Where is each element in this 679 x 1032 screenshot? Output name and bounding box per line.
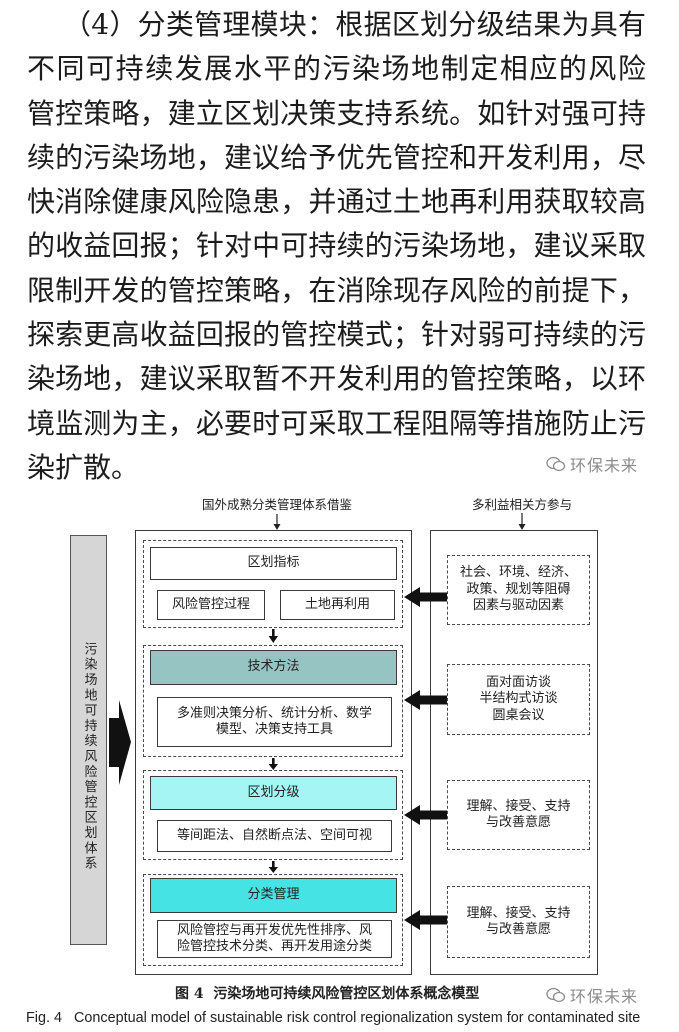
technical-methods-header: 技术方法 xyxy=(150,650,397,685)
technical-methods-detail: 多准则决策分析、统计分析、数学 模型、决策支持工具 xyxy=(157,697,392,747)
classified-management-detail: 风险管控与再开发优先性排序、风 险管控技术分类、再开发用途分类 xyxy=(157,920,392,958)
stakeholder-line: 理解、接受、支持 xyxy=(466,905,571,921)
detail-line: 风险管控与再开发优先性排序、风 xyxy=(176,922,372,938)
paragraph-line: 染场地，建议采取暂不开发利用的管控策略，以环 xyxy=(27,362,646,396)
paragraph-line: 限制开发的管控策略，在消除现存风险的前提下， xyxy=(27,273,646,307)
detail-line: 险管控技术分类、再开发用途分类 xyxy=(176,939,372,954)
stakeholder-line: 理解、接受、支持 xyxy=(466,798,571,814)
paragraph-line: 探索更高收益回报的管控模式；针对弱可持续的污 xyxy=(27,318,646,352)
technical-methods-module: 技术方法 多准则决策分析、统计分析、数学 模型、决策支持工具 xyxy=(143,645,403,757)
stakeholder-line: 半结构式访谈 xyxy=(479,691,558,707)
risk-control-process-box: 风险管控过程 xyxy=(157,590,265,620)
stakeholder-line: 圆桌会议 xyxy=(492,707,545,723)
detail-line: 多准则决策分析、统计分析、数学 xyxy=(176,705,372,721)
stakeholder-label: 多利益相关方参与 xyxy=(471,497,572,512)
detail-line: 模型、决策支持工具 xyxy=(215,722,333,737)
paragraph-line: 境监测为主，必要时可采取工程阻隔等措施防止污 xyxy=(27,406,646,440)
stakeholder-input-box: 面对面访谈 半结构式访谈 圆桌会议 xyxy=(447,664,590,735)
wechat-icon xyxy=(546,456,566,472)
wechat-icon xyxy=(546,987,566,1003)
zoning-indicator-title: 区划指标 xyxy=(247,555,300,571)
stakeholder-input-box: 社会、环境、经济、 政策、规划等阻碍 因素与驱动因素 xyxy=(447,555,590,625)
stakeholder-line: 面对面访谈 xyxy=(485,674,551,690)
stakeholder-input-box: 理解、接受、支持 与改善意愿 xyxy=(447,886,590,958)
stakeholder-input-arrow xyxy=(518,513,526,530)
zoning-grading-header: 区划分级 xyxy=(150,776,397,810)
external-reference-label: 国外成熟分类管理体系借鉴 xyxy=(201,497,352,512)
watermark-text: 环保未来 xyxy=(570,987,639,1006)
stakeholder-panel: 社会、环境、经济、 政策、规划等阻碍 因素与驱动因素 面对面访谈 半结构式访谈 … xyxy=(430,530,598,975)
paragraph-line: （4）分类管理模块：根据区划分级结果为具有 xyxy=(63,8,646,41)
watermark: 环保未来 xyxy=(546,986,639,1006)
technical-methods-title: 技术方法 xyxy=(247,659,300,675)
figure-caption-en: Fig. 4 Conceptual model of sustainable r… xyxy=(26,1010,641,1026)
stakeholder-input-box: 理解、接受、支持 与改善意愿 xyxy=(447,780,590,850)
body-paragraph: （4）分类管理模块：根据区划分级结果为具有 不同可持续发展水平的污染场地制定相应… xyxy=(27,3,646,490)
classified-management-module: 分类管理 风险管控与再开发优先性排序、风 险管控技术分类、再开发用途分类 xyxy=(143,874,403,966)
paragraph-line: 不同可持续发展水平的污染场地制定相应的风险 xyxy=(27,52,646,86)
classified-management-title: 分类管理 xyxy=(247,887,300,903)
watermark: 环保未来 xyxy=(546,455,639,475)
reference-input-arrow xyxy=(273,514,281,530)
paragraph-line: 续的污染场地，建议给予优先管控和开发利用，尽 xyxy=(27,140,646,174)
paragraph-line: 管控策略，建立区划决策支持系统。如针对强可持 xyxy=(27,96,646,130)
risk-control-process-label: 风险管控过程 xyxy=(171,596,250,612)
stakeholder-line: 政策、规划等阻碍 xyxy=(466,581,571,597)
zoning-system-framework: 区划指标 风险管控过程 土地再利用 技术方法 多准则决策分析、统计分析、数学 模… xyxy=(135,530,412,975)
stakeholder-line: 因素与驱动因素 xyxy=(472,598,564,614)
detail-line: 等间距法、自然断点法、空间可视 xyxy=(176,827,372,843)
system-label-panel: 污染场地可持续风险管控区划体系 xyxy=(70,535,107,945)
stakeholder-line: 社会、环境、经济、 xyxy=(459,565,577,581)
zoning-grading-detail: 等间距法、自然断点法、空间可视 xyxy=(157,820,392,852)
paragraph-line: 染扩散。 xyxy=(27,450,140,484)
paragraph-line: 的收益回报；针对中可持续的污染场地，建议采取 xyxy=(27,229,646,263)
stakeholder-line: 与改善意愿 xyxy=(485,815,551,830)
system-label: 污染场地可持续风险管控区划体系 xyxy=(81,642,97,872)
land-reuse-box: 土地再利用 xyxy=(280,590,395,620)
classified-management-header: 分类管理 xyxy=(150,878,397,913)
figure-caption-zh: 图 4 污染场地可持续风险管控区划体系概念模型 xyxy=(175,986,480,1002)
zoning-indicator-module: 区划指标 风险管控过程 土地再利用 xyxy=(143,540,403,628)
watermark-text: 环保未来 xyxy=(570,456,639,475)
zoning-grading-title: 区划分级 xyxy=(247,784,300,800)
system-arrow xyxy=(109,700,131,785)
zoning-grading-module: 区划分级 等间距法、自然断点法、空间可视 xyxy=(143,770,403,860)
land-reuse-label: 土地再利用 xyxy=(304,596,370,612)
zoning-indicator-box: 区划指标 xyxy=(150,547,397,580)
stakeholder-line: 与改善意愿 xyxy=(485,922,551,937)
paragraph-line: 快消除健康风险隐患，并通过土地再利用获取较高 xyxy=(27,185,646,219)
